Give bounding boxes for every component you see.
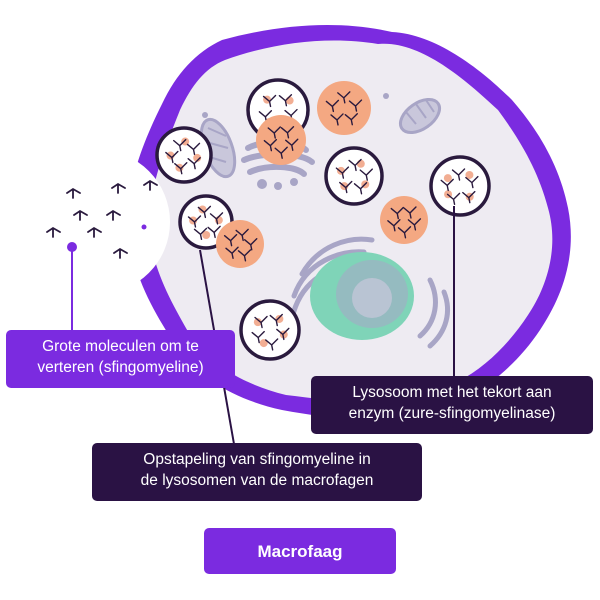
nucleus-icon [310, 252, 414, 340]
label-macrophage-text: Macrofaag [257, 541, 343, 561]
label-lysosome-deficit-line2: enzym (zure-sfingomyelinase) [348, 405, 556, 422]
lysosome-icon [380, 196, 428, 244]
label-accumulation-line1: Opstapeling van sfingomyeline in [143, 451, 371, 468]
label-large-molecules-line1: Grote moleculen om te [42, 338, 199, 355]
label-lysosome-deficit-line1: Lysosoom met het tekort aan [352, 384, 552, 401]
label-accumulation: Opstapeling van sfingomyeline in de lyso… [92, 443, 422, 501]
label-macrophage: Macrofaag [204, 528, 396, 574]
lysosome-icon [317, 81, 371, 135]
lysosome-icon [256, 115, 306, 165]
label-accumulation-line2: de lysosomen van de macrofagen [140, 472, 374, 489]
lysosome-icon [155, 126, 213, 184]
lysosome-icon [429, 155, 491, 217]
sphingomyelin-molecule-icon [46, 179, 158, 259]
label-large-molecules-line2: verteren (sfingomyeline) [37, 359, 204, 376]
label-lysosome-deficit: Lysosoom met het tekort aan enzym (zure-… [311, 376, 593, 434]
extracellular-space-upper [0, 120, 120, 240]
lysosome-icon [216, 220, 264, 268]
label-large-molecules: Grote moleculen om te verteren (sfingomy… [6, 330, 235, 388]
lysosome-icon [239, 299, 301, 361]
mitochondrion-icon [398, 97, 442, 135]
lysosome-icon [324, 146, 384, 206]
